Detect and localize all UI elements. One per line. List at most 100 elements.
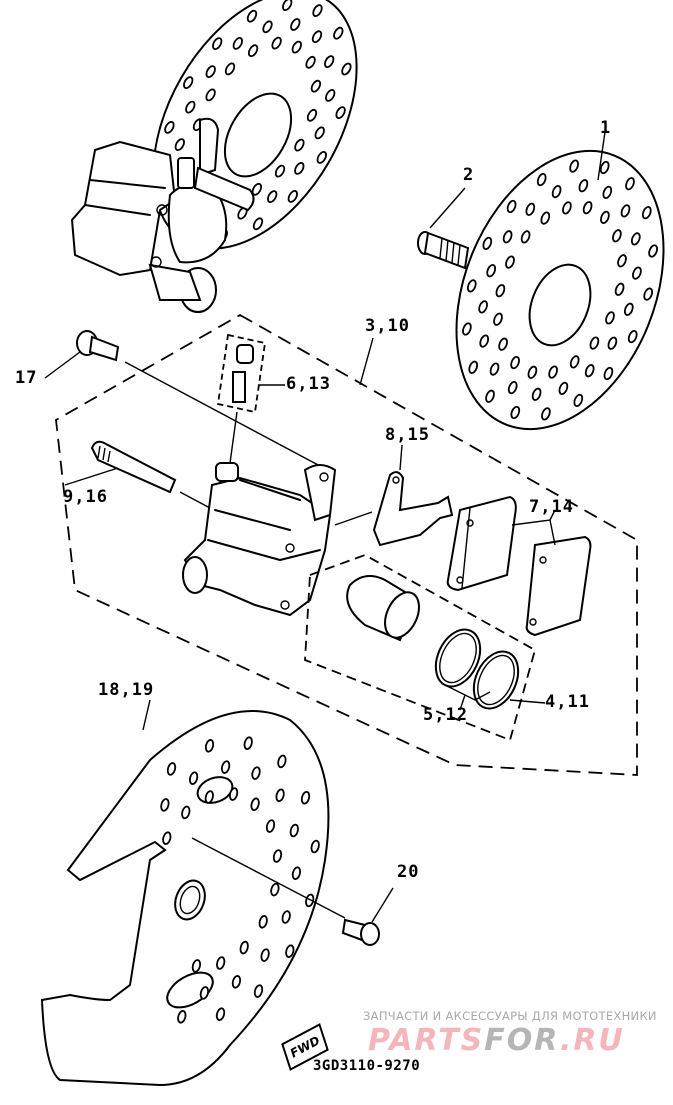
perforation-hole xyxy=(188,771,199,785)
perforation-hole xyxy=(166,762,177,776)
perforation-hole xyxy=(291,40,302,54)
perforation-hole xyxy=(204,739,215,753)
perforation-hole xyxy=(220,760,231,774)
perforation-hole xyxy=(632,266,642,280)
perforation-hole xyxy=(617,254,627,268)
perforation-hole xyxy=(630,232,641,246)
perforation-hole xyxy=(493,312,503,326)
perforation-hole xyxy=(277,754,287,769)
perforation-hole xyxy=(486,264,497,278)
perforation-hole xyxy=(239,940,249,955)
callout-3-10: 3,10 xyxy=(365,316,410,336)
callout-4-11: 4,11 xyxy=(545,692,590,712)
perforation-hole xyxy=(174,138,185,151)
callout-5-12: 5,12 xyxy=(423,705,468,725)
callout-2: 2 xyxy=(463,165,475,185)
perforation-hole xyxy=(258,915,268,929)
perforation-hole xyxy=(291,866,302,880)
perforation-hole xyxy=(216,956,226,970)
perforation-hole xyxy=(224,62,236,76)
perforation-hole xyxy=(162,831,172,845)
perforation-hole xyxy=(623,302,634,316)
perforation-hole xyxy=(479,334,490,348)
perforation-hole xyxy=(648,244,658,258)
perforation-hole xyxy=(181,805,191,820)
perforation-hole xyxy=(247,44,259,58)
perforation-hole xyxy=(625,177,635,191)
perforation-hole xyxy=(589,336,600,350)
callout-7-14: 7,14 xyxy=(529,497,574,517)
perforation-hole xyxy=(215,1007,226,1021)
perforation-hole xyxy=(300,790,311,805)
perforation-hole xyxy=(262,20,273,34)
perforation-hole xyxy=(578,179,589,193)
perforation-hole xyxy=(466,279,477,293)
brake-pads-7-14 xyxy=(446,495,592,637)
perforation-hole xyxy=(294,138,305,152)
perforation-hole xyxy=(231,975,242,989)
perforation-hole xyxy=(627,329,638,344)
perforation-hole xyxy=(232,37,243,50)
perforation-hole xyxy=(270,882,280,897)
callout-20: 20 xyxy=(397,862,420,882)
perforation-hole xyxy=(498,337,508,351)
perforation-hole xyxy=(462,322,472,336)
callout-18-19: 18,19 xyxy=(98,680,155,700)
perforation-hole xyxy=(191,959,202,973)
perforation-hole xyxy=(525,202,536,216)
perforation-hole xyxy=(314,126,325,140)
perforation-hole xyxy=(324,55,335,68)
callout-17: 17 xyxy=(15,368,38,388)
perforation-hole xyxy=(164,121,175,134)
perforation-hole xyxy=(540,211,551,225)
perforation-hole xyxy=(600,210,610,225)
watermark-logo-for: FOR xyxy=(484,1023,560,1058)
perforation-hole xyxy=(485,389,495,403)
perforation-hole xyxy=(612,229,622,243)
perforation-hole xyxy=(505,255,515,269)
perforation-hole xyxy=(199,986,210,1000)
perforation-hole xyxy=(333,26,344,40)
perforation-hole xyxy=(275,788,285,803)
perforation-hole xyxy=(287,190,298,203)
perforation-hole xyxy=(325,89,336,102)
perforation-hole xyxy=(602,185,613,200)
perforation-hole xyxy=(281,910,291,924)
bolt-2 xyxy=(417,187,470,270)
perforation-hole xyxy=(605,311,615,325)
perforation-hole xyxy=(205,88,216,102)
perforation-hole xyxy=(531,387,542,401)
perforation-hole xyxy=(212,37,223,50)
perforation-hole xyxy=(603,366,614,381)
perforation-hole xyxy=(620,204,631,218)
perforation-hole xyxy=(510,355,520,370)
perforation-hole xyxy=(310,839,320,854)
perforation-hole xyxy=(507,380,518,395)
perforation-hole xyxy=(289,823,299,838)
perforation-hole xyxy=(205,65,216,78)
perforation-hole xyxy=(251,182,263,196)
watermark-logo-ru: .RU xyxy=(559,1023,625,1058)
bolt-17 xyxy=(44,330,321,467)
perforation-hole xyxy=(558,381,569,396)
assembly-outline xyxy=(55,313,638,776)
callout-1: 1 xyxy=(600,118,612,138)
perforation-hole xyxy=(285,944,295,958)
perforation-hole xyxy=(562,201,572,215)
perforation-hole xyxy=(468,360,479,374)
perforation-hole xyxy=(502,230,513,244)
watermark-logo: PARTSFOR.RU xyxy=(368,1023,625,1058)
perforation-hole xyxy=(310,79,322,93)
pin-9-16 xyxy=(64,440,211,509)
assembled-caliper xyxy=(70,117,255,313)
perforation-hole xyxy=(573,393,584,408)
perforation-hole xyxy=(506,199,517,214)
disc-cover-18-19 xyxy=(40,699,346,1087)
perforation-hole xyxy=(482,236,493,251)
perforation-hole xyxy=(253,984,264,998)
perforation-hole xyxy=(341,62,352,76)
perforation-hole xyxy=(177,1010,187,1024)
perforation-hole xyxy=(569,159,579,173)
brake-disc-1 xyxy=(455,131,665,431)
perforation-hole xyxy=(548,365,558,379)
